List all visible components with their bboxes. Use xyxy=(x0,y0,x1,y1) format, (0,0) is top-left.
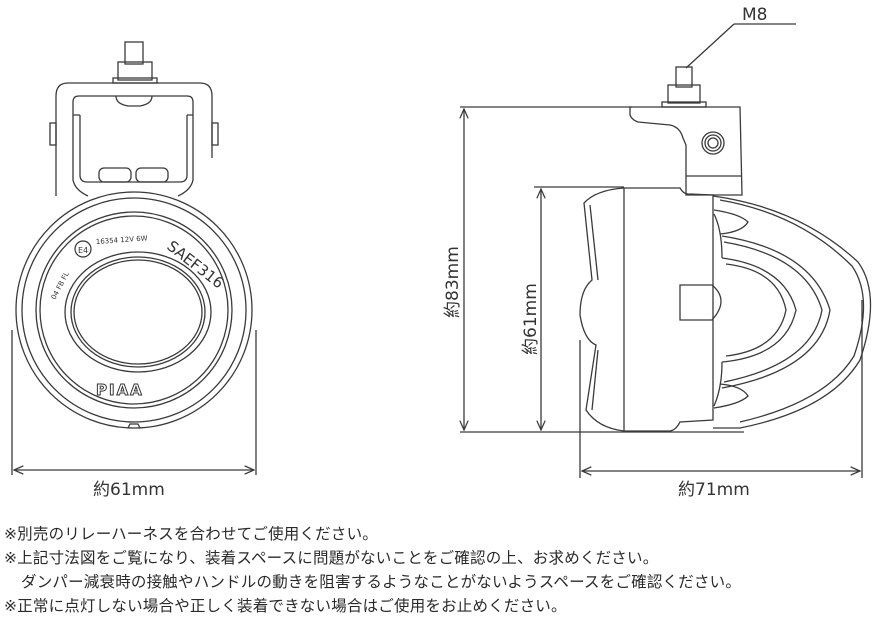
side-view xyxy=(460,23,872,478)
lens-height-label: 約61mm xyxy=(521,283,541,355)
note-3: ※正常に点灯しない場合や正しく装着できない場合はご使用をお止めください。 xyxy=(4,597,567,615)
lamp-side-icon xyxy=(579,187,872,432)
note-1: ※別売のリレーハーネスを合わせてご使用ください。 xyxy=(4,525,378,543)
m8-label: M8 xyxy=(742,5,767,25)
bolt-icon xyxy=(112,41,158,84)
svg-text:E4: E4 xyxy=(78,246,88,255)
side-bolt-icon xyxy=(661,66,707,108)
dimension-drawing: E4 16354 12V 6W 04 FB FL SAEF316 PIAA xyxy=(11,5,872,500)
bracket-icon xyxy=(49,82,219,197)
depth-label: 約71mm xyxy=(678,480,750,500)
note-2: ※上記寸法図をご覧になり、装着スペースに問題がないことをご確認の上、お求めくださ… xyxy=(4,549,659,567)
lamp-front-icon xyxy=(15,191,253,429)
note-2-continued: ダンパー減衰時の接触やハンドルの動きを阻害するようなことがないようスペースをご確… xyxy=(21,573,742,591)
front-width-dimension xyxy=(11,330,257,475)
depth-dimension xyxy=(579,300,863,478)
total-height-dimension xyxy=(460,106,744,433)
lens-markings: E4 16354 12V 6W 04 FB FL SAEF316 PIAA xyxy=(50,234,228,399)
svg-text:PIAA: PIAA xyxy=(96,381,144,399)
total-height-label: 約83mm xyxy=(443,246,463,318)
side-bracket-icon xyxy=(629,106,743,196)
m8-leader xyxy=(685,23,796,69)
front-width-label: 約61mm xyxy=(93,480,165,500)
lens-height-dimension xyxy=(534,186,624,430)
svg-text:16354 12V 6W: 16354 12V 6W xyxy=(96,234,148,246)
front-view: E4 16354 12V 6W 04 FB FL SAEF316 PIAA xyxy=(11,41,257,475)
installation-notes: ※別売のリレーハーネスを合わせてご使用ください。 ※上記寸法図をご覧になり、装着… xyxy=(4,522,741,618)
